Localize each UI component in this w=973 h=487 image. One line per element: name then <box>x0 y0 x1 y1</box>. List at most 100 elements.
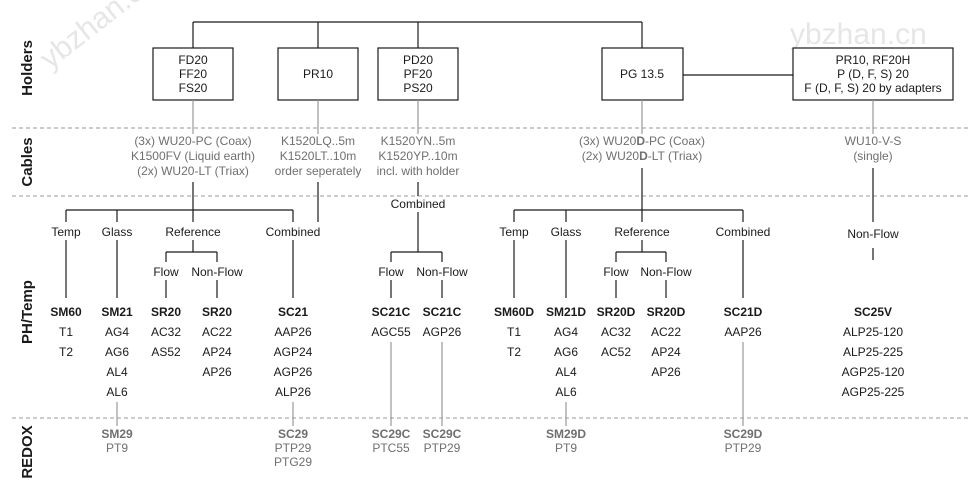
sensor-sm21-al6: AL6 <box>106 385 128 399</box>
holder-box-pr10 <box>277 47 359 101</box>
sensor-sm60d-t1: T1 <box>507 325 521 339</box>
holder-box-pg135 <box>601 47 684 101</box>
holder-pd20: PD20 <box>403 53 433 67</box>
redox-sc29: SC29 <box>278 427 308 441</box>
cable-k1520yp: K1520YP..10m <box>378 149 457 163</box>
sensor-sm21-al4: AL4 <box>106 365 128 379</box>
sensor-sc21-alp26: ALP26 <box>275 385 311 399</box>
sensor-sr20d-ac32: AC32 <box>601 325 631 339</box>
sensor-sr20-ap26: AP26 <box>202 365 232 379</box>
holder-box-pd20 <box>377 47 459 101</box>
redox-sc29-ptg29: PTG29 <box>274 455 312 469</box>
sensor-sm21d-ag6: AG6 <box>554 345 578 359</box>
cable-wu20d-lt-triax: (2x) WU20D-LT (Triax) <box>582 149 702 163</box>
sensor-sr20-ap24: AP24 <box>202 345 232 359</box>
category-non-flow-mid: Non-Flow <box>416 265 468 279</box>
holder-p-dfs-20: P (D, F, S) 20 <box>837 67 909 81</box>
category-temp-d: Temp <box>499 225 529 239</box>
sensor-sm21d: SM21D <box>546 305 586 319</box>
holder-ff20: FF20 <box>179 67 207 81</box>
sensor-sc25v: SC25V <box>854 305 892 319</box>
section-redox: REDOX <box>19 425 36 478</box>
holders-connectors <box>192 21 793 76</box>
redox-sc29-ptp29: PTP29 <box>275 441 312 455</box>
sensor-sm60d-t2: T2 <box>507 345 521 359</box>
sensor-sc21c-flow: SC21C <box>372 305 411 319</box>
category-combined: Combined <box>266 225 321 239</box>
section-ph-temp: PH/Temp <box>19 280 36 344</box>
cable-k1520lt: K1520LT..10m <box>280 149 357 163</box>
category-temp: Temp <box>51 225 81 239</box>
cable-k1520yn: K1520YN..5m <box>381 134 456 148</box>
redox-sm29d: SM29D <box>546 427 586 441</box>
cable-k1500fv: K1500FV (Liquid earth) <box>131 149 255 163</box>
sensor-sc25v-agp25-225: AGP25-225 <box>842 385 905 399</box>
redox-sm29-pt9: PT9 <box>106 441 128 455</box>
sensor-sm60d: SM60D <box>494 305 534 319</box>
sensor-sm21-ag6: AG6 <box>105 345 129 359</box>
sensor-sm21: SM21 <box>101 305 133 319</box>
sensor-sr20d-flow: SR20D <box>597 305 636 319</box>
sensor-sm60-t2: T2 <box>59 345 73 359</box>
sensor-sr20d-nonflow: SR20D <box>647 305 686 319</box>
holder-ps20: PS20 <box>403 81 433 95</box>
sensor-sm21d-al6: AL6 <box>555 385 577 399</box>
redox-sm29: SM29 <box>101 427 133 441</box>
category-flow-mid: Flow <box>378 265 404 279</box>
cable-connectors <box>192 100 874 134</box>
cable-wu20d-pc-coax: (3x) WU20D-PC (Coax) <box>579 134 705 148</box>
sensor-sm21d-al4: AL4 <box>555 365 577 379</box>
sensor-sc21: SC21 <box>278 305 308 319</box>
category-non-flow: Non-Flow <box>191 265 243 279</box>
category-glass-d: Glass <box>551 225 582 239</box>
sensor-sm60-t1: T1 <box>59 325 73 339</box>
watermark-right: ybzhan.cn <box>790 18 927 51</box>
category-combined-mid: Combined <box>391 197 446 211</box>
sensor-sr20-nonflow: SR20 <box>202 305 232 319</box>
sensor-sc21c-nonflow: SC21C <box>423 305 462 319</box>
category-combined-d: Combined <box>716 225 771 239</box>
redox-sc29d-ptp29: PTP29 <box>725 441 762 455</box>
sensor-sc21-agp24: AGP24 <box>274 345 313 359</box>
redox-sc29c-flow: SC29C <box>372 427 411 441</box>
sensor-sc25v-agp25-120: AGP25-120 <box>842 365 905 379</box>
cable-wu20-pc-coax: (3x) WU20-PC (Coax) <box>134 134 251 148</box>
holder-pf20: PF20 <box>404 67 433 81</box>
sensor-sm21-ag4: AG4 <box>105 325 129 339</box>
redox-sc29c-ptp29: PTP29 <box>424 441 461 455</box>
sensor-sc25v-alp25-225: ALP25-225 <box>843 345 903 359</box>
section-cables: Cables <box>19 137 36 186</box>
category-flow: Flow <box>153 265 179 279</box>
section-holders: Holders <box>19 40 36 96</box>
sensor-sc21d-aap26: AAP26 <box>724 325 762 339</box>
cable-order-separately: order seperately <box>275 164 362 178</box>
sensor-sc21-aap26: AAP26 <box>274 325 312 339</box>
cable-incl-with-holder: incl. with holder <box>377 164 460 178</box>
ph-connectors <box>65 168 874 298</box>
category-reference-d: Reference <box>614 225 670 239</box>
redox-sc29c-nonflow: SC29C <box>423 427 462 441</box>
watermark-left: ybzhan.cn <box>34 0 162 76</box>
redox-sm29d-pt9: PT9 <box>555 441 577 455</box>
cable-k1520lq: K1520LQ..5m <box>281 134 355 148</box>
sensor-sc21d: SC21D <box>724 305 763 319</box>
sensor-sr20d-ap24: AP24 <box>651 345 681 359</box>
category-reference: Reference <box>165 225 221 239</box>
sensor-sc21c-agp26: AGP26 <box>423 325 462 339</box>
sensor-sr20-ac32: AC32 <box>151 325 181 339</box>
redox-connectors <box>116 342 744 426</box>
cable-wu10-v-s: WU10-V-S <box>845 134 902 148</box>
category-flow-d: Flow <box>603 265 629 279</box>
category-non-flow-sc25v: Non-Flow <box>847 227 899 241</box>
redox-sc29d: SC29D <box>724 427 763 441</box>
holder-pr10-rf20h: PR10, RF20H <box>836 53 911 67</box>
sensor-sm21d-ag4: AG4 <box>554 325 578 339</box>
holder-fs20: FS20 <box>179 81 208 95</box>
sensor-sc25v-alp25-120: ALP25-120 <box>843 325 903 339</box>
sensor-sc21c-agc55: AGC55 <box>371 325 411 339</box>
sensor-sr20-flow: SR20 <box>151 305 181 319</box>
holder-box-pr10-rf20h <box>792 47 954 101</box>
category-non-flow-d: Non-Flow <box>640 265 692 279</box>
